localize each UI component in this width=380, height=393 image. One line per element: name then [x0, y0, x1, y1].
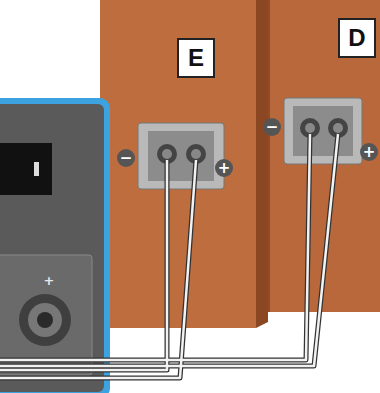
speaker-letter: E [188, 46, 204, 70]
terminal-area [0, 255, 92, 375]
terminal-polarity: + [360, 143, 378, 161]
speaker-letter-box: D [338, 18, 376, 58]
speaker-letter: D [348, 26, 365, 50]
terminal-plate [284, 98, 362, 164]
speaker-cabinet [100, 0, 256, 328]
power-switch [34, 162, 39, 176]
amp-terminal [28, 303, 62, 337]
terminal-recess [148, 131, 214, 181]
terminal-polarity: − [263, 118, 281, 136]
power-socket [0, 143, 52, 195]
amp-terminal [19, 294, 71, 346]
speaker-letter-box: E [177, 38, 215, 78]
speaker-cabinet [262, 0, 380, 312]
terminal-post [162, 149, 172, 159]
amp-terminal [37, 312, 53, 328]
terminal-polarity: + [215, 159, 233, 177]
terminal-plate [138, 123, 224, 189]
terminal-post [333, 123, 343, 133]
amplifier-panel [0, 104, 104, 392]
amplifier-panel [0, 98, 110, 393]
polarity-mark: + [40, 272, 58, 290]
terminal-polarity: − [117, 149, 135, 167]
cabinet-side [256, 0, 268, 328]
terminal-post [191, 149, 201, 159]
terminal-recess [293, 106, 353, 156]
speaker-wires [0, 134, 338, 378]
terminal-post [305, 123, 315, 133]
